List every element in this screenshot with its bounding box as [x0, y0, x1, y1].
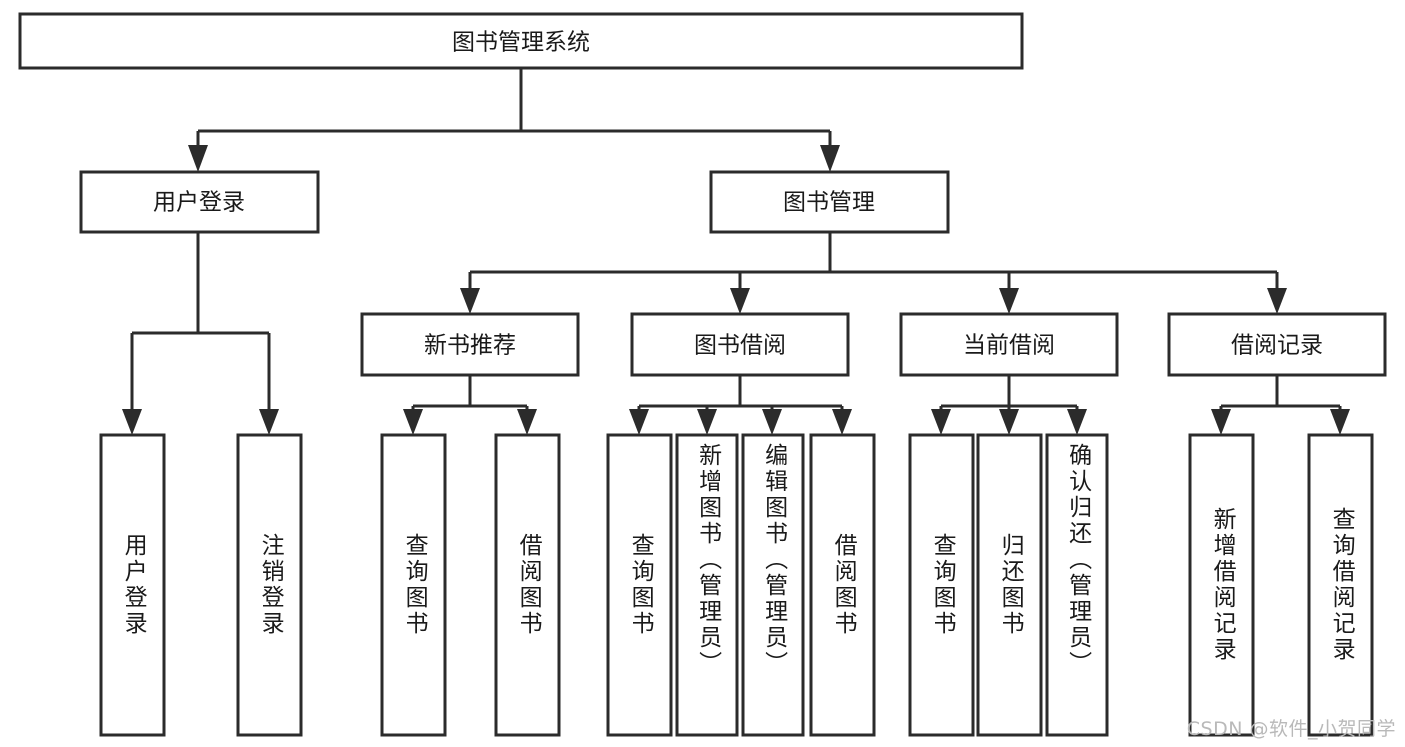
node-current-borrow[interactable]: 当前借阅 — [899, 312, 1119, 377]
leaf-confirm-return-admin-box[interactable] — [1045, 433, 1109, 737]
book-borrow-label: 图书借阅 — [694, 333, 786, 359]
leaf-query-book-2-box[interactable] — [606, 433, 673, 737]
leaf-borrow-book-2-box[interactable] — [809, 433, 876, 737]
root-box[interactable] — [18, 12, 1024, 70]
leaf-query-book-3-box[interactable] — [908, 433, 975, 737]
leaf-user-login-box[interactable] — [99, 433, 166, 737]
borrow-record-label: 借阅记录 — [1231, 333, 1323, 359]
node-user-login[interactable]: 用户登录 — [79, 170, 320, 234]
arrow-to-leaf-query-book-1 — [403, 409, 423, 435]
arrow-to-user-login — [188, 145, 208, 172]
node-book-manage[interactable]: 图书管理 — [709, 170, 950, 234]
arrow-to-new-book-rec — [460, 288, 480, 314]
arrow-to-leaf-edit-book-admin — [762, 409, 782, 435]
leaf-query-borrow-record-box[interactable] — [1307, 433, 1374, 737]
node-root[interactable]: 图书管理系统 — [18, 12, 1024, 70]
leaf-return-book-box[interactable] — [976, 433, 1043, 737]
book-manage-box[interactable] — [709, 170, 950, 234]
node-borrow-record[interactable]: 借阅记录 — [1167, 312, 1387, 377]
arrow-to-leaf-logout-login — [259, 409, 279, 435]
arrow-to-current-borrow — [999, 288, 1019, 314]
leaf-add-borrow-record-box[interactable] — [1188, 433, 1255, 737]
node-book-borrow[interactable]: 图书借阅 — [630, 312, 850, 377]
leaf-box-layer — [99, 433, 1374, 737]
leaf-edit-book-admin-box[interactable] — [741, 433, 805, 737]
current-borrow-label: 当前借阅 — [963, 333, 1055, 359]
arrow-to-leaf-borrow-book-2 — [832, 409, 852, 435]
arrow-to-borrow-record — [1267, 288, 1287, 314]
new-book-rec-box[interactable] — [360, 312, 580, 377]
arrow-to-leaf-add-borrow-record — [1211, 409, 1231, 435]
user-login-box[interactable] — [79, 170, 320, 234]
book-manage-label: 图书管理 — [783, 190, 875, 216]
connector-layer — [122, 68, 1350, 435]
node-new-book-rec[interactable]: 新书推荐 — [360, 312, 580, 377]
arrow-to-leaf-query-borrow-record — [1330, 409, 1350, 435]
arrow-to-leaf-add-book-admin — [697, 409, 717, 435]
book-borrow-box[interactable] — [630, 312, 850, 377]
csdn-watermark: CSDN @软件_小贺同学 — [1186, 718, 1396, 740]
borrow-record-box[interactable] — [1167, 312, 1387, 377]
leaf-borrow-book-1-box[interactable] — [494, 433, 561, 737]
new-book-rec-label: 新书推荐 — [424, 333, 516, 359]
arrow-to-leaf-query-book-2 — [629, 409, 649, 435]
user-login-label: 用户登录 — [153, 190, 245, 216]
arrow-to-book-borrow — [730, 288, 750, 314]
arrow-to-leaf-borrow-book-1 — [517, 409, 537, 435]
leaf-query-book-1-box[interactable] — [380, 433, 447, 737]
leaf-add-book-admin-box[interactable] — [675, 433, 739, 737]
leaf-logout-login-box[interactable] — [236, 433, 303, 737]
arrow-to-book-manage — [820, 145, 840, 172]
arrow-to-leaf-confirm-return-admin — [1067, 409, 1087, 435]
arrow-to-leaf-user-login — [122, 409, 142, 435]
arrow-to-leaf-query-book-3 — [931, 409, 951, 435]
arrow-to-leaf-return-book — [999, 409, 1019, 435]
current-borrow-box[interactable] — [899, 312, 1119, 377]
root-label: 图书管理系统 — [452, 30, 590, 56]
